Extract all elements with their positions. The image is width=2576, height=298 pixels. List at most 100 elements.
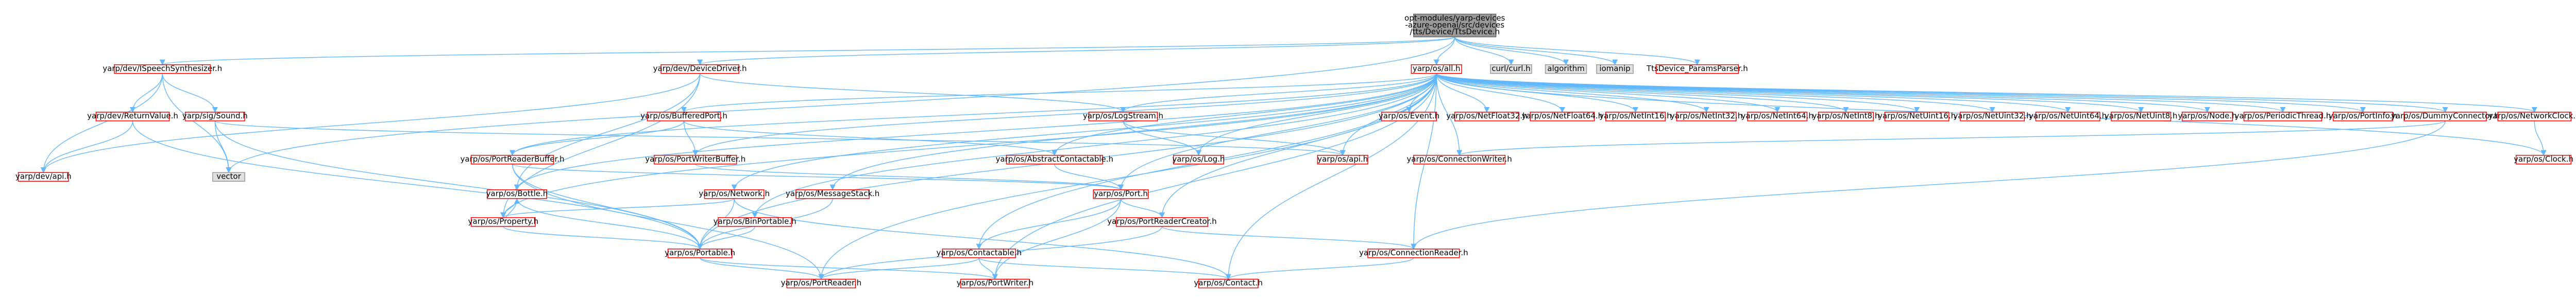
node-netint8[interactable]: yarp/os/NetInt8.h [1812, 111, 1880, 121]
node-portreader[interactable]: yarp/os/PortReader.h [781, 278, 862, 289]
node-contact[interactable]: yarp/os/Contact.h [1194, 278, 1263, 289]
edge-all-to-portreadercreator [1159, 73, 1437, 218]
node-networkclock[interactable]: yarp/os/NetworkClock.h [2488, 111, 2576, 121]
node-box-netint64 [1747, 112, 1808, 121]
node-node[interactable]: yarp/os/Node.h [2178, 111, 2237, 121]
node-osapi[interactable]: yarp/os/api.h [1317, 154, 1368, 165]
node-sound[interactable]: yarp/sig/Sound.h [182, 111, 248, 121]
node-netint16[interactable]: yarp/os/NetInt16.h [1599, 111, 1672, 121]
edge-network-to-contact [734, 198, 1231, 280]
edges-layer [40, 36, 2547, 280]
node-portreadercreator[interactable]: yarp/os/PortReaderCreator.h [1107, 217, 1217, 227]
edge-all-to-networkclock [1436, 73, 2537, 113]
edge-networkclock-to-clock [2534, 120, 2547, 156]
node-netfloat32[interactable]: yarp/os/NetFloat32.h [1446, 111, 1528, 121]
node-label-sound: yarp/sig/Sound.h [182, 111, 248, 120]
node-contactable[interactable]: yarp/os/Contactable.h [936, 248, 1022, 258]
node-devicedriver[interactable]: yarp/dev/DeviceDriver.h [653, 64, 747, 74]
node-label-portreaderbuffer: yarp/os/PortReaderBuffer.h [460, 154, 564, 164]
node-box-portwriter [960, 278, 1030, 289]
node-portreaderbuffer[interactable]: yarp/os/PortReaderBuffer.h [460, 154, 565, 165]
edge-root-to-devicedriver [697, 36, 1455, 65]
edge-ispeech-to-returnvalue [129, 73, 163, 113]
edge-portwriterbuffer-to-port [695, 164, 1124, 190]
node-dummyconnector[interactable]: yarp/os/DummyConnector.h [2391, 111, 2499, 121]
node-logstream[interactable]: yarp/os/LogStream.h [1083, 111, 1163, 121]
edge-network-to-portable [697, 198, 735, 250]
edge-all-to-logstream [1120, 73, 1437, 113]
node-netuint64[interactable]: yarp/os/NetUint64.h [2029, 111, 2107, 121]
node-netfloat64[interactable]: yarp/os/NetFloat64.h [1522, 111, 1603, 121]
edge-port-to-contactable [976, 198, 1122, 250]
node-netuint8[interactable]: yarp/os/NetUint8.h [2105, 111, 2178, 121]
node-label-periodicthread: yarp/os/PeriodicThread.h [2235, 111, 2331, 120]
node-label-ispeech: yarp/dev/ISpeechSynthesizer.h [103, 64, 222, 73]
node-portwriter[interactable]: yarp/os/PortWriter.h [957, 278, 1033, 289]
node-label-clock: yarp/os/Clock.h [2514, 154, 2573, 164]
node-clock[interactable]: yarp/os/Clock.h [2514, 154, 2573, 165]
node-netuint16[interactable]: yarp/os/NetUint16.h [1878, 111, 1956, 121]
node-vector: vector [212, 171, 245, 182]
node-connectionwriter[interactable]: yarp/os/ConnectionWriter.h [1406, 154, 1512, 165]
node-port[interactable]: yarp/os/Port.h [1093, 189, 1149, 199]
node-box-portwriterbuffer [654, 154, 737, 165]
node-connectionreader[interactable]: yarp/os/ConnectionReader.h [1359, 248, 1468, 258]
node-returnvalue[interactable]: yarp/dev/ReturnValue.h [87, 111, 178, 121]
node-portable[interactable]: yarp/os/Portable.h [665, 248, 735, 258]
node-ispeech[interactable]: yarp/dev/ISpeechSynthesizer.h [103, 64, 222, 74]
node-label-dummyconnector: yarp/os/DummyConnector.h [2391, 111, 2499, 120]
node-label-log: yarp/os/Log.h [1172, 154, 1225, 164]
edge-all-to-netint32 [1436, 73, 1709, 113]
edge-contactable-to-contact [978, 257, 1231, 280]
node-label-portwriterbuffer: yarp/os/PortWriterBuffer.h [645, 154, 745, 164]
node-label-netint8: yarp/os/NetInt8.h [1812, 111, 1880, 120]
node-netint64[interactable]: yarp/os/NetInt64.h [1741, 111, 1814, 121]
node-label-root: opt-modules/yarp-devices [1404, 13, 1505, 23]
node-label-portreadercreator: yarp/os/PortReaderCreator.h [1107, 217, 1217, 226]
node-all[interactable]: yarp/os/all.h [1411, 64, 1462, 74]
node-netint32[interactable]: yarp/os/NetInt32.h [1670, 111, 1742, 121]
edge-bufferedport-to-portreaderbuffer [510, 120, 685, 156]
node-bufferedport[interactable]: yarp/os/BufferedPort.h [640, 111, 727, 121]
node-box-networkclock [2497, 112, 2572, 121]
edge-bufferedport-to-portwriterbuffer [683, 120, 699, 156]
node-abstractcontactable[interactable]: yarp/os/AbstractContactable.h [995, 154, 1113, 165]
node-portwriterbuffer[interactable]: yarp/os/PortWriterBuffer.h [645, 154, 745, 165]
node-ttsparams[interactable]: TtsDevice_ParamsParser.h [1646, 64, 1748, 74]
node-log[interactable]: yarp/os/Log.h [1172, 154, 1225, 165]
node-box-sound [184, 112, 245, 121]
node-label-contactable: yarp/os/Contactable.h [936, 248, 1022, 257]
node-periodicthread[interactable]: yarp/os/PeriodicThread.h [2235, 111, 2331, 121]
edge-returnvalue-to-portable [132, 120, 703, 250]
node-label-curl: curl/curl.h [1492, 64, 1531, 73]
edge-property-to-portable [503, 226, 703, 250]
node-box-netint32 [1676, 112, 1737, 121]
edge-root-to-vector [226, 37, 1455, 173]
node-messagestack[interactable]: yarp/os/MessageStack.h [786, 189, 879, 199]
node-netuint32[interactable]: yarp/os/NetUint32.h [1954, 111, 2031, 121]
node-label-api: yarp/dev/api.h [15, 171, 72, 181]
node-box-netuint16 [1884, 112, 1950, 121]
edge-bottle-to-portable [516, 198, 703, 250]
edge-portreadercreator-to-connectionreader [1161, 226, 1417, 250]
node-root: opt-modules/yarp-devices-azure-openai/sr… [1404, 13, 1505, 38]
node-binportable[interactable]: yarp/os/BinPortable.h [714, 217, 796, 227]
node-box-portreaderbuffer [470, 154, 554, 165]
node-portinfo[interactable]: yarp/os/PortInfo.h [2329, 111, 2397, 121]
edge-portreaderbuffer-to-portable [512, 164, 703, 250]
node-network[interactable]: yarp/os/Network.h [699, 189, 770, 199]
node-event[interactable]: yarp/os/Event.h [1379, 111, 1439, 121]
node-bottle[interactable]: yarp/os/Bottle.h [486, 189, 548, 199]
edge-root-to-curl [1454, 37, 1514, 65]
node-label-property: yarp/os/Property.h [468, 217, 538, 226]
node-box-clock [2516, 154, 2572, 165]
node-label-portable: yarp/os/Portable.h [665, 248, 735, 257]
node-box-netfloat32 [1454, 112, 1519, 121]
node-property[interactable]: yarp/os/Property.h [468, 217, 538, 227]
node-api[interactable]: yarp/dev/api.h [15, 171, 72, 182]
node-box-curl [1490, 64, 1532, 74]
edge-portreaderbuffer-to-port [512, 164, 1124, 190]
node-label-portreader: yarp/os/PortReader.h [781, 278, 862, 288]
edge-root-to-all [1433, 37, 1455, 65]
